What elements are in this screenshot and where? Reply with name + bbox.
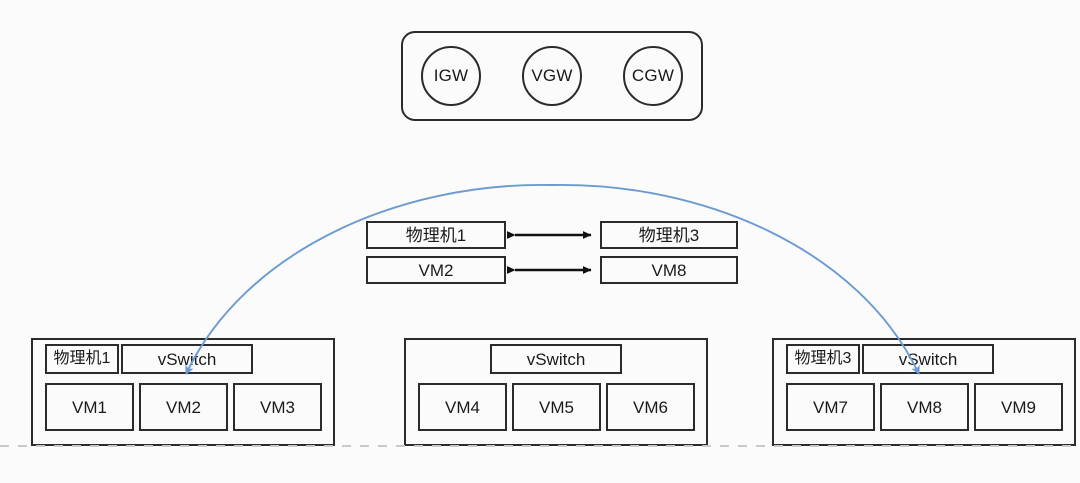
host-0-vm-0-label: VM1 [72, 397, 107, 417]
host-1-vm-1[interactable]: VM5 [512, 383, 601, 431]
host-0-tag-label: 物理机1 [53, 350, 111, 367]
host-0-vm-2-label: VM3 [260, 397, 295, 417]
gateway-node-igw-label: IGW [433, 66, 469, 85]
host-0-vm-1[interactable]: VM2 [139, 383, 228, 431]
mapping-row-1-left-label: VM2 [418, 260, 454, 280]
host-0-vm-1-label: VM2 [166, 397, 201, 417]
host-2-vm-0-label: VM7 [813, 397, 848, 417]
host-0-tag: 物理机1 [45, 344, 119, 374]
host-2-vm-1-label: VM8 [907, 397, 942, 417]
host-1-vswitch: vSwitch [490, 344, 622, 374]
host-1-vm-2-label: VM6 [633, 397, 668, 417]
host-2-vswitch-label: vSwitch [898, 349, 958, 369]
host-2-tag-label: 物理机3 [794, 350, 852, 367]
mapping-row-1-right-label: VM8 [651, 260, 687, 280]
mapping-row-1-right: VM8 [600, 256, 738, 284]
mapping-row-0-left-label: 物理机1 [405, 225, 467, 245]
mapping-row-0-left: 物理机1 [366, 221, 506, 249]
host-1-vswitch-label: vSwitch [526, 349, 586, 369]
host-1-vm-2[interactable]: VM6 [606, 383, 695, 431]
host-2-vm-2-label: VM9 [1001, 397, 1036, 417]
host-2-vm-2[interactable]: VM9 [974, 383, 1063, 431]
host-0-vswitch: vSwitch [121, 344, 253, 374]
host-0-vswitch-label: vSwitch [157, 349, 217, 369]
mapping-row-0-right-label: 物理机3 [638, 225, 700, 245]
host-2-vm-1[interactable]: VM8 [880, 383, 969, 431]
host-2-vm-0[interactable]: VM7 [786, 383, 875, 431]
host-1-vm-0[interactable]: VM4 [418, 383, 507, 431]
host-2-tag: 物理机3 [786, 344, 860, 374]
host-2-vswitch: vSwitch [862, 344, 994, 374]
host-1-vm-0-label: VM4 [445, 397, 480, 417]
mapping-row-1-left: VM2 [366, 256, 506, 284]
gateway-node-igw[interactable]: IGW [421, 46, 481, 106]
host-0-vm-0[interactable]: VM1 [45, 383, 134, 431]
gateway-node-cgw[interactable]: CGW [623, 46, 683, 106]
gateway-node-cgw-label: CGW [631, 66, 675, 85]
gateway-node-vgw[interactable]: VGW [522, 46, 582, 106]
host-1-vm-1-label: VM5 [539, 397, 574, 417]
gateway-node-vgw-label: VGW [531, 66, 573, 85]
host-0-vm-2[interactable]: VM3 [233, 383, 322, 431]
mapping-row-0-right: 物理机3 [600, 221, 738, 249]
